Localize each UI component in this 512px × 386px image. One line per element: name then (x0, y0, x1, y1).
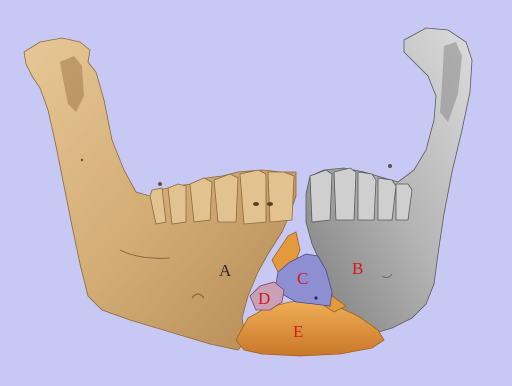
speck (81, 159, 83, 161)
label-e: E (293, 323, 303, 340)
label-c: C (297, 270, 308, 287)
speck (158, 182, 162, 186)
label-b: B (352, 260, 363, 277)
label-d: D (258, 290, 270, 307)
label-a: A (219, 262, 231, 279)
